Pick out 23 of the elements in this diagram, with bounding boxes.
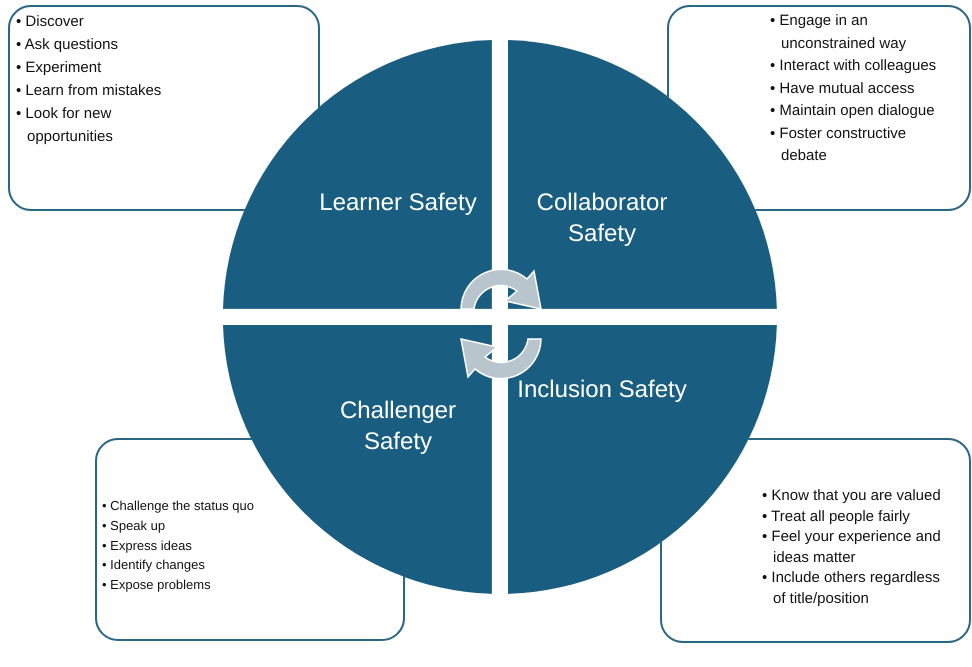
list-item: • Discover: [16, 12, 85, 32]
list-item: • Engage in an unconstrained way: [770, 11, 908, 54]
list-item: • Experiment: [16, 58, 102, 78]
list-item: • Expose problems: [102, 576, 212, 594]
list-item: • Maintain open dialogue: [770, 101, 936, 121]
quadrant-title: Learner Safety: [318, 188, 478, 218]
list-item: • Foster constructive debate: [770, 124, 908, 166]
list-item: • Learn from mistakes: [16, 81, 162, 101]
list-item: • Challenge the status quo: [102, 497, 255, 515]
list-item: • Feel your experience and ideas matter: [762, 527, 942, 568]
quadrant-title: Collaborator Safety: [536, 188, 668, 249]
list-item: • Treat all people fairly: [762, 506, 911, 526]
list-item: • Include others regardless of title/position: [762, 568, 941, 608]
quadrant-title: Challenger Safety: [338, 396, 458, 457]
list-item: • Have mutual access: [770, 78, 916, 98]
list-item: • Interact with colleagues: [770, 56, 938, 76]
list-item: • Identify changes: [102, 556, 206, 574]
quadrant-title: Inclusion Safety: [517, 375, 687, 405]
list-item: • Speak up: [102, 516, 166, 535]
list-item: • Know that you are valued: [762, 486, 942, 506]
list-item: • Ask questions: [16, 35, 119, 55]
list-item: • Express ideas: [102, 536, 193, 555]
list-item: • Look for new opportunities: [16, 104, 114, 147]
